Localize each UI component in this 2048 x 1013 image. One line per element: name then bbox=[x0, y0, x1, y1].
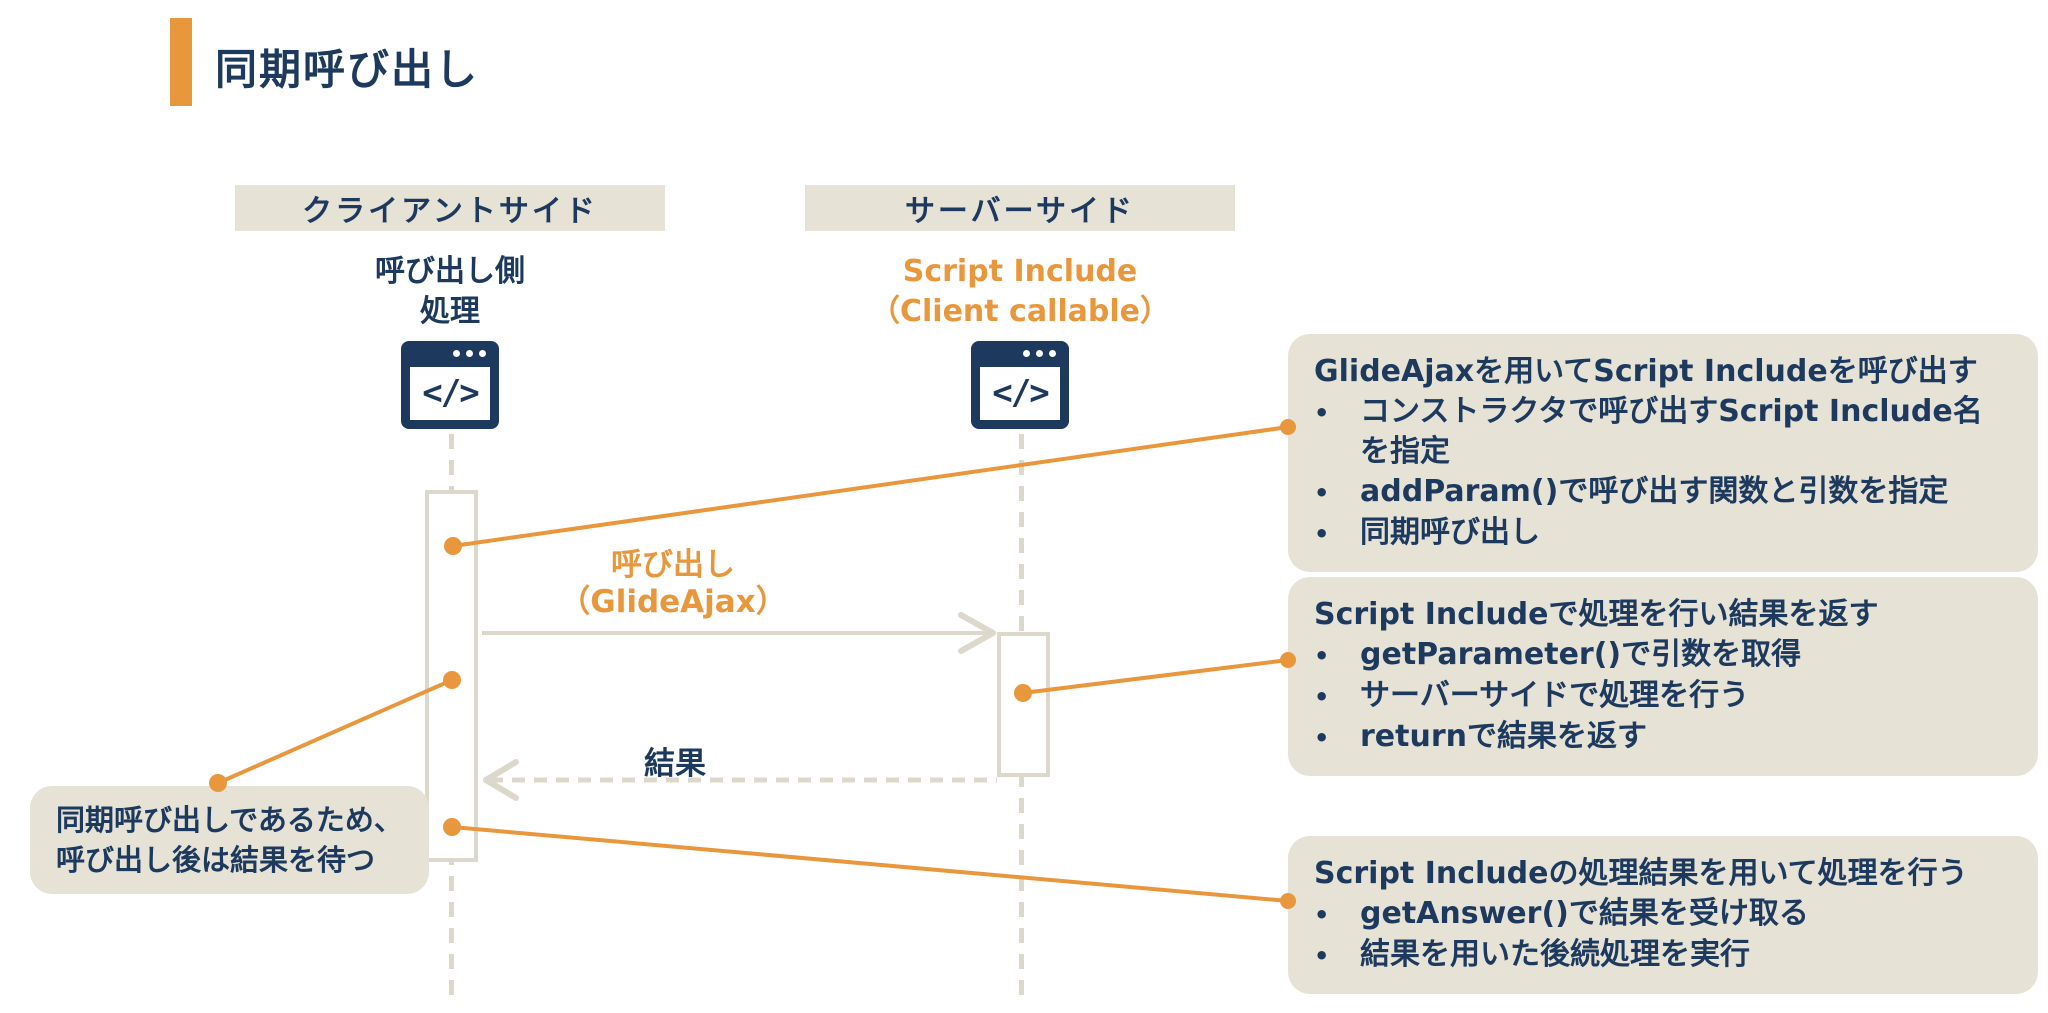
callout-bullet: • コンストラクタで呼び出すScript Include名を指定 bbox=[1314, 392, 2012, 472]
bullet-icon: • bbox=[1314, 683, 1330, 711]
client-lane-header: クライアントサイド bbox=[235, 185, 665, 231]
bullet-text: 結果を用いた後続処理を実行 bbox=[1360, 937, 1750, 972]
callout-bullet: • サーバーサイドで処理を行う bbox=[1314, 676, 2012, 717]
callout-glideajax-call: GlideAjaxを用いてScript Includeを呼び出す • コンストラ… bbox=[1288, 334, 2038, 572]
code-glyph: </> bbox=[992, 372, 1049, 413]
callout-bullet: • returnで結果を返す bbox=[1314, 717, 2012, 758]
connector-callout3 bbox=[443, 818, 1296, 909]
bullet-text: addParam()で呼び出す関数と引数を指定 bbox=[1360, 474, 1949, 509]
window-dots-icon bbox=[453, 350, 486, 357]
callout-bullet: • addParam()で呼び出す関数と引数を指定 bbox=[1314, 472, 2012, 513]
connector-callout2 bbox=[1014, 652, 1296, 702]
callout-bullet: • getAnswer()で結果を受け取る bbox=[1314, 894, 2012, 935]
bullet-icon: • bbox=[1314, 642, 1330, 670]
window-screen: </> bbox=[410, 367, 490, 420]
bullet-text: returnで結果を返す bbox=[1360, 719, 1647, 754]
callout-line2: 呼び出し後は結果を待つ bbox=[56, 843, 376, 877]
server-actor-label-line1: Script Include bbox=[902, 254, 1138, 289]
server-lane-header: サーバーサイド bbox=[805, 185, 1235, 231]
callout-title: GlideAjaxを用いてScript Includeを呼び出す bbox=[1314, 354, 1978, 389]
callout-bullet: • getParameter()で引数を取得 bbox=[1314, 635, 2012, 676]
callout-bullet: • 結果を用いた後続処理を実行 bbox=[1314, 935, 2012, 976]
callout-title: Script Includeで処理を行い結果を返す bbox=[1314, 597, 1879, 632]
bullet-text: getParameter()で引数を取得 bbox=[1360, 637, 1802, 672]
server-code-window-icon: </> bbox=[971, 341, 1069, 429]
callout-bullet: • 同期呼び出し bbox=[1314, 513, 2012, 554]
server-activation-bar bbox=[997, 632, 1050, 777]
callout-server-processing: Script Includeで処理を行い結果を返す • getParameter… bbox=[1288, 577, 2038, 776]
window-dots-icon bbox=[1023, 350, 1056, 357]
callout-result-handling: Script Includeの処理結果を用いて処理を行う • getAnswer… bbox=[1288, 836, 2038, 994]
server-lane-header-label: サーバーサイド bbox=[904, 194, 1136, 229]
bullet-text: getAnswer()で結果を受け取る bbox=[1360, 896, 1809, 931]
callout-synchronous-wait: 同期呼び出しであるため、 呼び出し後は結果を待つ bbox=[30, 786, 429, 894]
bullet-icon: • bbox=[1314, 399, 1330, 427]
client-code-window-icon: </> bbox=[401, 341, 499, 429]
client-lane-header-label: クライアントサイド bbox=[302, 194, 598, 229]
title-accent-bar bbox=[170, 18, 192, 106]
call-message-label: 呼び出し （GlideAjax） bbox=[523, 547, 823, 621]
bullet-icon: • bbox=[1314, 942, 1330, 970]
bullet-text: コンストラクタで呼び出すScript Include名を指定 bbox=[1360, 394, 1983, 469]
client-activation-bar bbox=[425, 490, 478, 862]
page-title: 同期呼び出し bbox=[215, 45, 480, 94]
server-actor-label-line2: （Client callable） bbox=[869, 294, 1170, 329]
client-actor-label-line1: 呼び出し側 bbox=[375, 254, 525, 289]
bullet-text: サーバーサイドで処理を行う bbox=[1360, 678, 1750, 713]
call-message-line2: （GlideAjax） bbox=[559, 584, 787, 620]
connector-callout1 bbox=[444, 419, 1296, 555]
code-glyph: </> bbox=[422, 372, 479, 413]
bullet-icon: • bbox=[1314, 520, 1330, 548]
server-actor-label: Script Include （Client callable） bbox=[840, 252, 1200, 332]
bullet-icon: • bbox=[1314, 724, 1330, 752]
callout-title: Script Includeの処理結果を用いて処理を行う bbox=[1314, 856, 1968, 891]
return-message-label: 結果 bbox=[644, 746, 706, 782]
client-actor-label-line2: 処理 bbox=[420, 294, 480, 329]
bullet-icon: • bbox=[1314, 901, 1330, 929]
call-message-line1: 呼び出し bbox=[611, 547, 735, 583]
callout-line1: 同期呼び出しであるため、 bbox=[56, 803, 403, 837]
bullet-icon: • bbox=[1314, 479, 1330, 507]
client-actor-label: 呼び出し側 処理 bbox=[270, 252, 630, 332]
window-screen: </> bbox=[980, 367, 1060, 420]
connector-callout-left bbox=[209, 671, 461, 792]
bullet-text: 同期呼び出し bbox=[1360, 515, 1540, 550]
